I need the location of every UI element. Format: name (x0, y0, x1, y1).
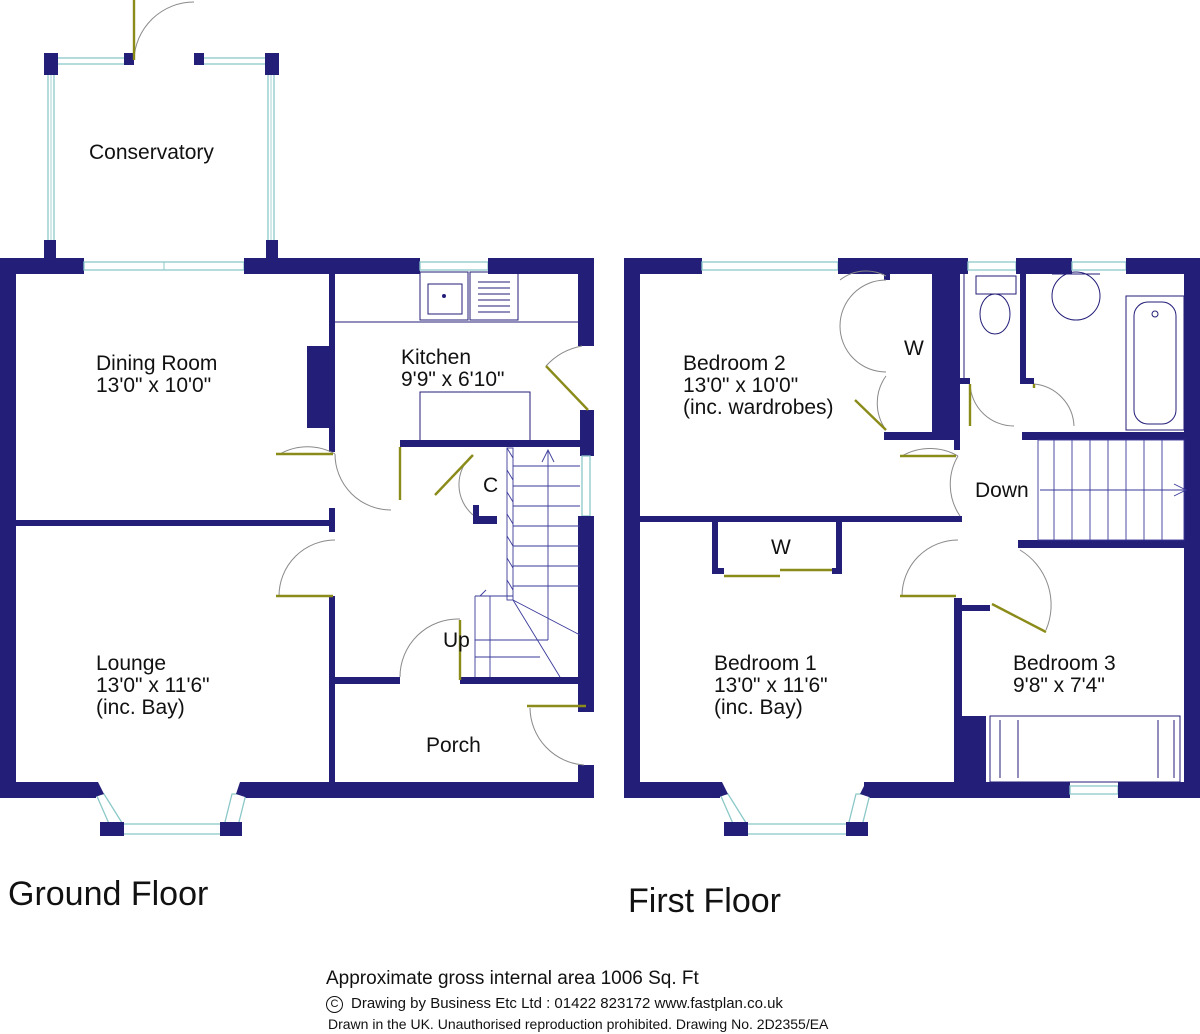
wardrobes (724, 270, 1181, 783)
bedroom-2-label: Bedroom 2 (683, 352, 786, 375)
first-floor-stairs (1037, 439, 1188, 541)
first-floor-doors (900, 383, 1075, 634)
credit-text: Drawing by Business Etc Ltd : 01422 8231… (351, 995, 783, 1012)
stairs-up-label: Up (443, 629, 470, 652)
bedroom-2-note: (inc. wardrobes) (683, 396, 834, 419)
bedroom-1-bay-window (710, 782, 880, 836)
ground-floor-outer-walls (0, 258, 594, 798)
ground-floor-stairs (474, 447, 581, 678)
conservatory-label: Conservatory (89, 141, 214, 164)
copyright-icon: C (326, 996, 343, 1013)
dining-room-label: Dining Room (96, 352, 217, 375)
lounge-size: 13'0" x 11'6" (96, 674, 210, 697)
ground-floor-internal-walls (10, 268, 594, 792)
kitchen-size: 9'9" x 6'10" (401, 368, 505, 391)
area-statement: Approximate gross internal area 1006 Sq.… (326, 968, 699, 989)
porch-label: Porch (426, 734, 481, 757)
bedroom-1-label: Bedroom 1 (714, 652, 817, 675)
ground-floor-title: Ground Floor (8, 875, 208, 913)
first-floor-title: First Floor (628, 882, 781, 920)
bedroom-1-size: 13'0" x 11'6" (714, 674, 828, 697)
credit-line: C Drawing by Business Etc Ltd : 01422 823… (326, 995, 783, 1013)
bedroom-3-size: 9'8" x 7'4" (1013, 674, 1105, 697)
cupboard-label: C (483, 474, 498, 497)
first-floor-plan: Bedroom 2 13'0" x 10'0" (inc. wardrobes)… (624, 258, 1200, 920)
ground-floor-labels: Conservatory Dining Room 13'0" x 10'0" K… (8, 141, 505, 913)
bedroom-1-note: (inc. Bay) (714, 696, 803, 719)
lounge-note: (inc. Bay) (96, 696, 185, 719)
stairs-down-label: Down (975, 479, 1029, 502)
bedroom-3-label: Bedroom 3 (1013, 652, 1116, 675)
first-floor-labels: Bedroom 2 13'0" x 10'0" (inc. wardrobes)… (628, 337, 1116, 920)
bedroom-2-size: 13'0" x 10'0" (683, 374, 798, 397)
bathroom-fittings (963, 271, 1185, 431)
dining-room-size: 13'0" x 10'0" (96, 374, 211, 397)
wardrobe-label-bedroom-1: W (771, 536, 791, 559)
ground-floor-plan: Conservatory Dining Room 13'0" x 10'0" K… (0, 0, 594, 913)
kitchen-fittings (335, 271, 580, 443)
ground-floor-doors (276, 345, 589, 766)
wardrobe-label-bedroom-2: W (904, 337, 924, 360)
conservatory-structure (44, 0, 279, 262)
lounge-bay-window (86, 782, 254, 836)
lounge-label: Lounge (96, 652, 166, 675)
kitchen-label: Kitchen (401, 346, 471, 369)
reproduction-notice: Drawn in the UK. Unauthorised reproducti… (328, 1016, 829, 1032)
first-floor-internal-walls (630, 268, 1190, 790)
